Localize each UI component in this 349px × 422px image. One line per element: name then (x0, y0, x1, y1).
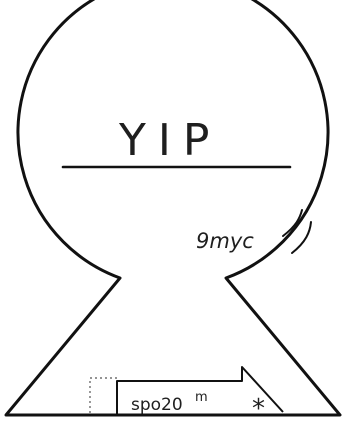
arrow-label: spo20 (131, 395, 183, 415)
diagram-title: YIP (118, 115, 221, 166)
arrow-label-main: spo20 (131, 395, 183, 415)
annotation-text: 9myc (196, 229, 254, 253)
dashed-box (90, 378, 117, 415)
arrow-label-superscript: m (195, 390, 208, 405)
star-icon: * (252, 394, 265, 422)
cell-outline (6, 0, 340, 415)
